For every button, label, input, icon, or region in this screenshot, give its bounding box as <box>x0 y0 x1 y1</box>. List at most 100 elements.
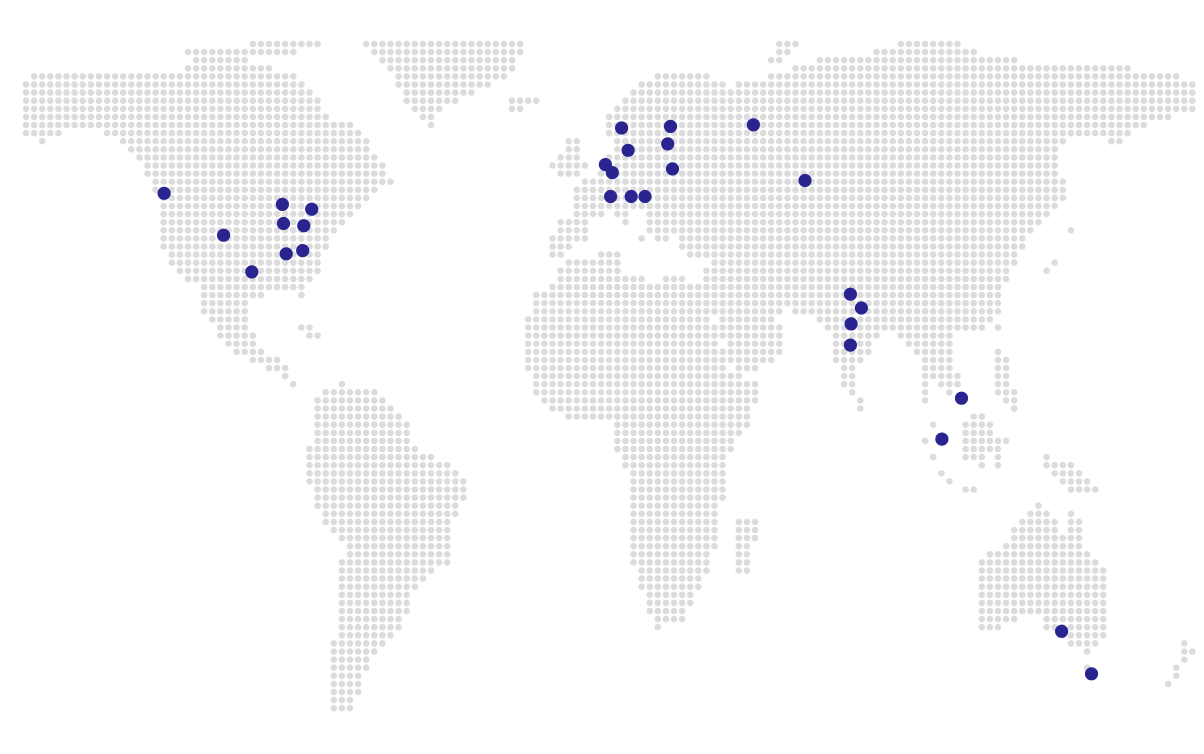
location-marker[interactable] <box>665 162 680 176</box>
land-dot <box>1019 607 1026 615</box>
land-dot <box>314 113 321 121</box>
location-marker[interactable] <box>854 301 869 315</box>
land-dot <box>1019 542 1026 550</box>
location-marker[interactable] <box>615 121 629 135</box>
land-dot <box>1002 607 1010 615</box>
location-marker[interactable] <box>605 166 619 180</box>
land-dot <box>1140 73 1148 80</box>
location-marker[interactable] <box>843 338 858 352</box>
land-dot <box>929 283 937 291</box>
location-marker[interactable] <box>624 189 638 204</box>
location-marker[interactable] <box>798 173 812 188</box>
location-marker[interactable] <box>843 287 858 301</box>
land-dot <box>1075 81 1083 88</box>
land-dot <box>662 235 670 242</box>
land-dot <box>638 275 645 283</box>
land-dot <box>848 202 856 210</box>
land-dot <box>670 478 678 485</box>
location-marker[interactable] <box>157 186 171 200</box>
land-dot <box>735 243 743 250</box>
land-dot <box>994 356 1002 364</box>
location-marker[interactable] <box>297 219 311 233</box>
location-marker[interactable] <box>746 118 761 132</box>
land-dot <box>897 73 905 80</box>
land-dot <box>395 470 402 477</box>
land-dot <box>654 405 662 412</box>
location-marker[interactable] <box>275 197 289 211</box>
land-dot <box>686 146 694 153</box>
land-dot <box>322 405 330 412</box>
land-dot <box>832 243 840 250</box>
land-dot <box>638 81 645 88</box>
location-marker[interactable] <box>604 189 618 204</box>
location-marker[interactable] <box>935 432 949 446</box>
location-marker[interactable] <box>621 143 635 157</box>
location-marker[interactable] <box>276 216 291 231</box>
location-marker[interactable] <box>844 317 858 331</box>
land-dot <box>1189 648 1196 655</box>
land-dot <box>921 389 929 396</box>
land-dot <box>290 40 297 48</box>
land-dot <box>662 413 670 420</box>
location-marker[interactable] <box>305 202 319 216</box>
land-dot <box>395 48 402 56</box>
land-dot <box>865 267 872 275</box>
land-dot <box>249 291 257 299</box>
land-dot <box>1002 372 1010 380</box>
land-dot <box>411 470 419 477</box>
land-dot <box>970 48 977 56</box>
land-dot <box>379 48 386 56</box>
land-dot <box>832 121 840 129</box>
land-dot <box>265 73 273 80</box>
location-marker[interactable] <box>1055 624 1069 638</box>
land-dot <box>1027 137 1034 145</box>
location-marker[interactable] <box>638 189 652 204</box>
land-dot <box>371 623 378 631</box>
location-marker[interactable] <box>1084 667 1099 681</box>
land-dot <box>654 542 662 550</box>
land-dot <box>711 146 718 153</box>
land-dot <box>646 97 653 104</box>
land-dot <box>857 162 864 169</box>
location-marker[interactable] <box>279 247 293 261</box>
land-dot <box>581 194 589 202</box>
land-dot <box>703 105 710 113</box>
land-dot <box>986 73 994 80</box>
land-dot <box>330 218 338 226</box>
land-dot <box>962 324 969 331</box>
location-marker[interactable] <box>296 244 310 258</box>
land-dot <box>387 478 394 485</box>
location-marker[interactable] <box>663 119 678 133</box>
land-dot <box>557 348 564 356</box>
location-marker[interactable] <box>954 391 969 405</box>
land-dot <box>330 421 338 429</box>
land-dot <box>524 324 532 331</box>
land-dot <box>929 154 937 161</box>
land-dot <box>395 534 402 542</box>
land-dot <box>322 502 330 510</box>
land-dot <box>565 324 572 331</box>
land-dot <box>298 170 305 177</box>
land-dot <box>95 121 103 129</box>
land-dot <box>1067 559 1075 566</box>
land-dot <box>832 291 840 299</box>
location-marker[interactable] <box>245 265 259 279</box>
land-dot <box>735 162 743 169</box>
location-marker[interactable] <box>661 137 675 151</box>
land-dot <box>727 316 734 323</box>
land-dot <box>330 170 338 177</box>
land-dot <box>638 348 645 356</box>
land-dot <box>622 380 629 388</box>
land-dot <box>241 178 248 185</box>
land-dot <box>662 445 670 453</box>
land-dot <box>379 429 386 437</box>
land-dot <box>824 162 832 169</box>
land-dot <box>184 186 192 194</box>
land-dot <box>776 340 783 348</box>
land-dot <box>249 162 257 169</box>
land-dot <box>338 664 346 671</box>
location-marker[interactable] <box>217 228 231 242</box>
land-dot <box>905 210 913 218</box>
land-dot <box>1067 526 1075 534</box>
land-dot <box>200 89 208 96</box>
